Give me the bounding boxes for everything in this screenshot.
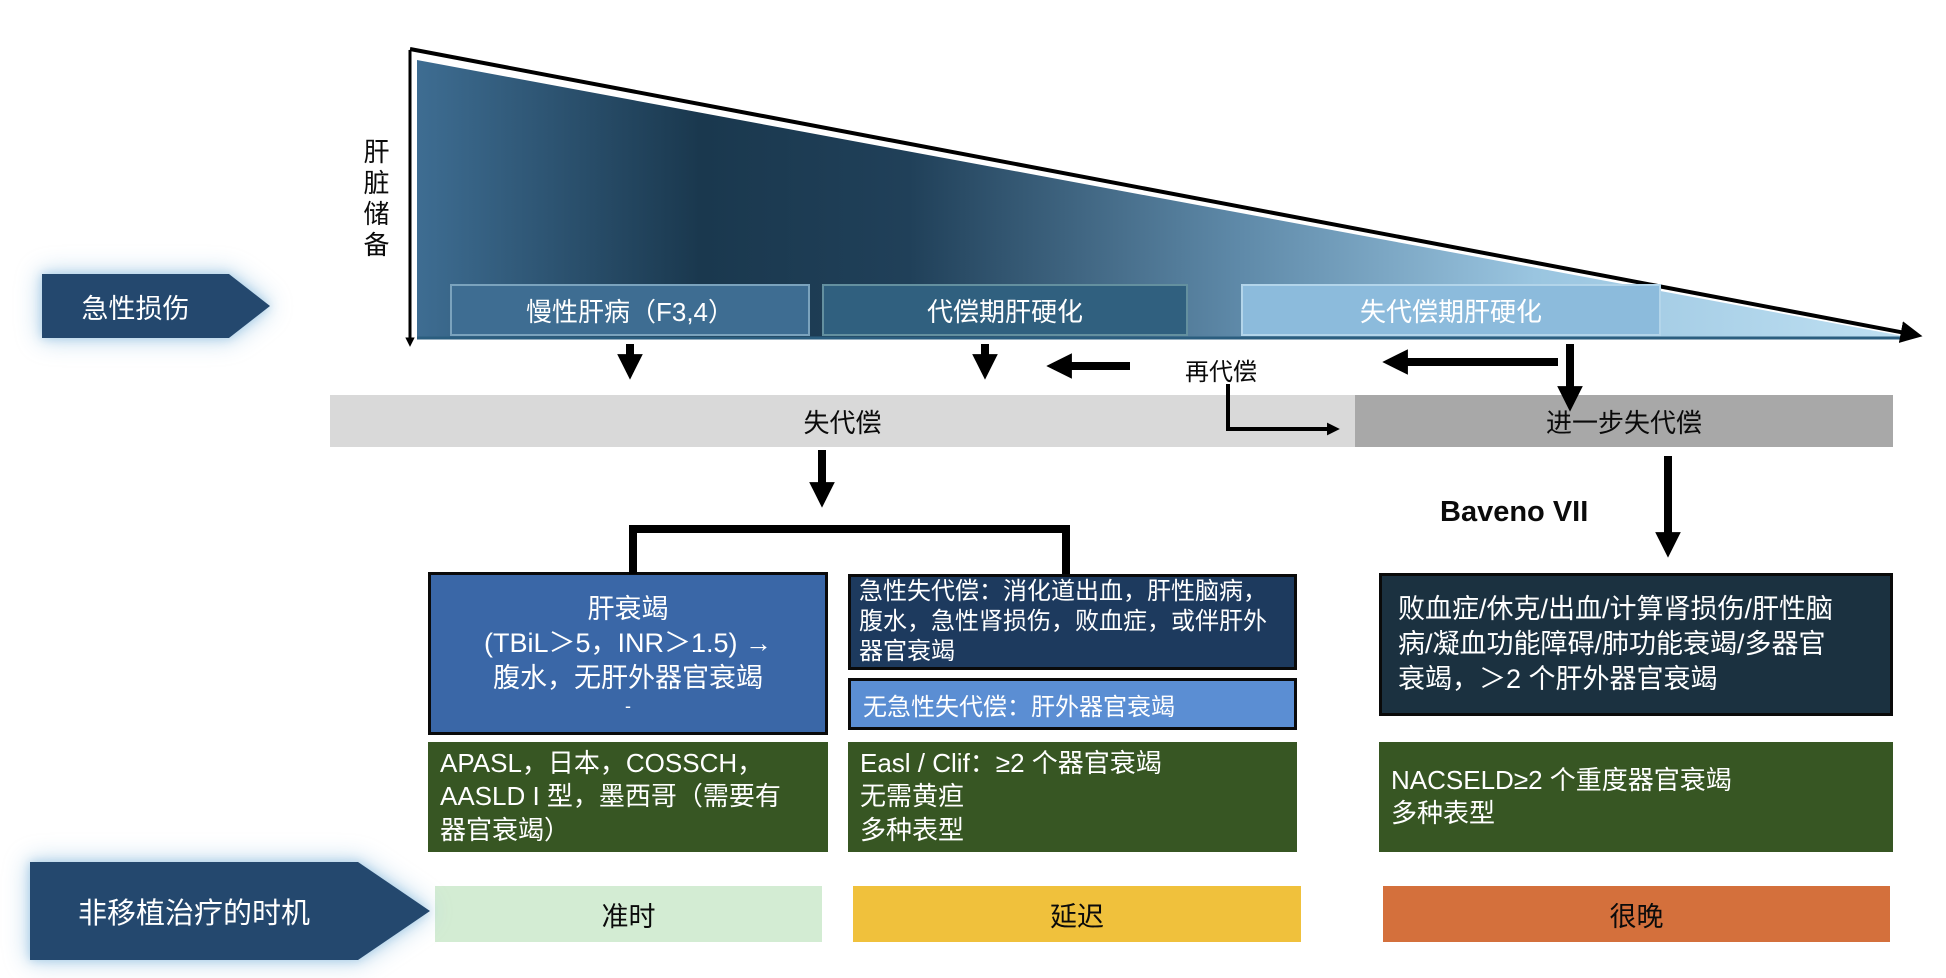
apasl-line-3: 器官衰竭） bbox=[440, 814, 571, 845]
nacseld-line-1: NACSELD≥2 个重度器官衰竭 bbox=[1391, 764, 1732, 795]
decompensation-bar: 失代偿 bbox=[330, 395, 1355, 447]
timing-on-time-label: 准时 bbox=[601, 901, 656, 932]
timing-on-time-bar: 准时 bbox=[435, 886, 822, 942]
timing-delayed-label: 延迟 bbox=[1050, 901, 1104, 932]
easl-clif-line-2: 无需黄疸 bbox=[860, 781, 965, 812]
acute-decompensation-line-2: 腹水，急性肾损伤，败血症，或伴肝外 bbox=[859, 607, 1267, 635]
apasl-line-1: APASL，日本，COSSCH， bbox=[440, 748, 764, 779]
stage-chronic-liver-disease: 慢性肝病（F3,4） bbox=[450, 284, 810, 336]
non-transplant-timing-callout: 非移植治疗的时机 bbox=[30, 862, 430, 960]
stage-decompensated-cirrhosis: 失代偿期肝硬化 bbox=[1241, 284, 1661, 336]
further-decompensation-line-2: 病/凝血功能障碍/肺功能衰竭/多器官 bbox=[1398, 628, 1826, 659]
easl-clif-line-1: Easl / Clif：≥2 个器官衰竭 bbox=[860, 748, 1162, 779]
liver-reserve-triangle bbox=[417, 60, 1908, 337]
easl-clif-line-3: 多种表型 bbox=[860, 814, 965, 845]
acute-injury-callout: 急性损伤 bbox=[42, 274, 270, 338]
timing-very-late-bar: 很晚 bbox=[1383, 886, 1890, 942]
liver-failure-line-2: (TBiL＞5，INR＞1.5) → bbox=[483, 628, 773, 659]
further-decompensation-line-3: 衰竭，＞2 个肝外器官衰竭 bbox=[1398, 664, 1718, 695]
liver-failure-footnote: - bbox=[625, 696, 631, 717]
liver-failure-line-3: 腹水，无肝外器官衰竭 bbox=[493, 662, 763, 693]
apasl-criteria-box: APASL，日本，COSSCH， AASLD I 型，墨西哥（需要有 器官衰竭） bbox=[428, 742, 828, 852]
liver-failure-line-1: 肝衰竭 bbox=[587, 593, 669, 624]
timing-delayed-bar: 延迟 bbox=[853, 886, 1301, 942]
recompensation-label: 再代偿 bbox=[1185, 359, 1257, 386]
non-transplant-timing-label: 非移植治疗的时机 bbox=[77, 898, 310, 930]
easl-clif-criteria-box: Easl / Clif：≥2 个器官衰竭 无需黄疸 多种表型 bbox=[848, 742, 1297, 852]
non-acute-decompensation-box: 无急性失代偿：肝外器官衰竭 bbox=[848, 678, 1297, 730]
decompensation-bar-label: 失代偿 bbox=[803, 407, 882, 438]
acute-decompensation-line-3: 器官衰竭 bbox=[859, 638, 955, 666]
acute-decompensation-line-1: 急性失代偿：消化道出血，肝性脑病， bbox=[859, 577, 1267, 605]
liver-failure-box: 肝衰竭 (TBiL＞5，INR＞1.5) → 腹水，无肝外器官衰竭 - bbox=[428, 572, 828, 735]
baveno-vii-label: Baveno VII bbox=[1440, 496, 1589, 528]
declining-reserve-arrow bbox=[409, 47, 1923, 343]
further-decompensation-line-1: 败血症/休克/出血/计算肾损伤/肝性脑 bbox=[1398, 593, 1834, 624]
non-acute-decompensation-text: 无急性失代偿：肝外器官衰竭 bbox=[863, 693, 1175, 721]
nacseld-criteria-box: NACSELD≥2 个重度器官衰竭 多种表型 bbox=[1379, 742, 1893, 852]
further-decompensation-bar: 进一步失代偿 bbox=[1355, 395, 1893, 447]
further-decompensation-box: 败血症/休克/出血/计算肾损伤/肝性脑 病/凝血功能障碍/肺功能衰竭/多器官 衰… bbox=[1379, 573, 1893, 716]
apasl-line-2: AASLD I 型，墨西哥（需要有 bbox=[440, 781, 781, 812]
nacseld-line-2: 多种表型 bbox=[1391, 798, 1496, 828]
acute-injury-label: 急性损伤 bbox=[81, 293, 190, 324]
further-decompensation-bar-label: 进一步失代偿 bbox=[1545, 407, 1702, 438]
acute-decompensation-box: 急性失代偿：消化道出血，肝性脑病， 腹水，急性肾损伤，败血症，或伴肝外 器官衰竭 bbox=[848, 574, 1297, 670]
timing-very-late-label: 很晚 bbox=[1609, 901, 1664, 932]
y-axis-label: 肝脏储备 bbox=[360, 138, 390, 262]
stage-compensated-cirrhosis: 代偿期肝硬化 bbox=[822, 284, 1188, 336]
